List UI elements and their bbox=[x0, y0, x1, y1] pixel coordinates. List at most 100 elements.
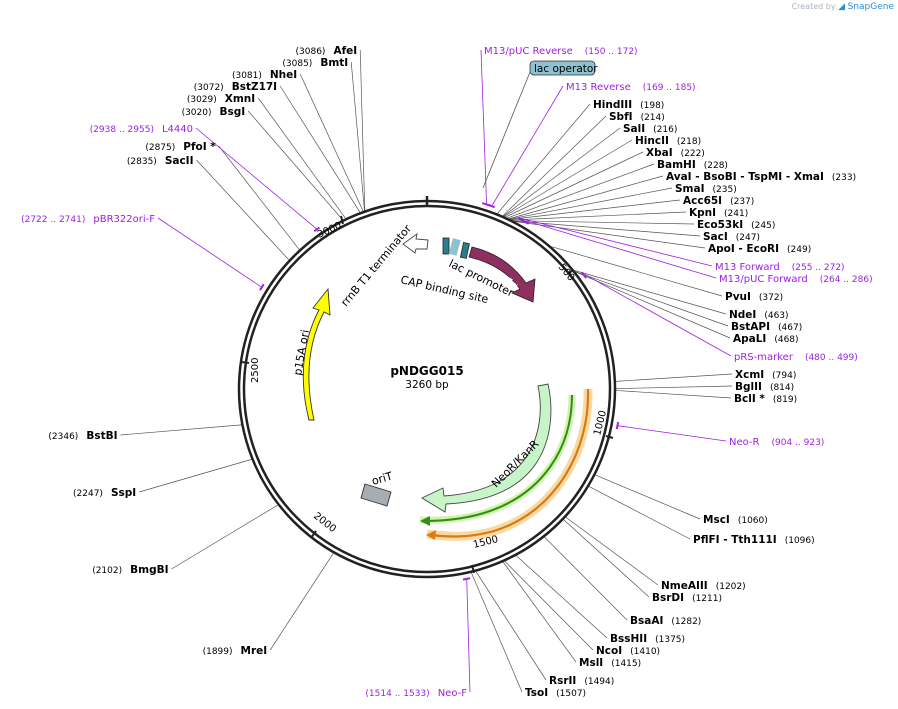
site-name: NdeI bbox=[729, 309, 756, 321]
site-label[interactable]: (2247)SspI bbox=[73, 487, 136, 499]
primer-label[interactable]: M13/pUC Reverse(150 .. 172) bbox=[484, 46, 638, 57]
site-label[interactable]: (3072)BstZ17I bbox=[194, 81, 277, 93]
primer-range: (150 .. 172) bbox=[585, 47, 638, 57]
primer-label[interactable]: M13/pUC Forward(264 .. 286) bbox=[719, 274, 873, 285]
site-label[interactable]: SalI(216) bbox=[623, 123, 677, 135]
feature-lacZalpha[interactable] bbox=[468, 246, 536, 303]
primer-mark-5 bbox=[615, 421, 620, 430]
primer-name: L4440 bbox=[162, 124, 193, 135]
site-label[interactable]: BssHII(1375) bbox=[610, 633, 685, 645]
feature-rrnb-t1-terminator[interactable] bbox=[402, 232, 429, 254]
site-line-26 bbox=[615, 385, 733, 389]
site-name: XcmI bbox=[735, 369, 764, 381]
site-name: NmeAIII bbox=[661, 580, 708, 592]
site-label[interactable]: (2875)PfoI * bbox=[145, 141, 216, 153]
site-label[interactable]: (3020)BsgI bbox=[182, 106, 246, 118]
site-label[interactable]: BamHI(228) bbox=[657, 159, 728, 171]
feature-orit[interactable] bbox=[360, 483, 392, 507]
site-name: SbfI bbox=[609, 111, 633, 123]
credit-brand: SnapGene bbox=[847, 2, 894, 12]
site-label[interactable]: BclI *(819) bbox=[734, 393, 797, 405]
plasmid-name: pNDGG015 bbox=[390, 364, 463, 378]
site-name: SacII bbox=[165, 155, 194, 167]
site-position: (3086) bbox=[296, 47, 326, 57]
site-line-6 bbox=[218, 145, 300, 250]
site-name: BstBI bbox=[86, 430, 117, 442]
primer-label[interactable]: (1514 .. 1533)Neo-F bbox=[365, 688, 467, 699]
site-label[interactable]: NcoI(1410) bbox=[596, 645, 660, 657]
lac-operator-badge[interactable] bbox=[529, 60, 596, 76]
site-label[interactable]: Eco53kI(245) bbox=[697, 219, 775, 231]
site-label[interactable]: KpnI(241) bbox=[689, 207, 748, 219]
primer-label[interactable]: M13 Reverse(169 .. 185) bbox=[566, 82, 696, 93]
primer-range: (169 .. 185) bbox=[643, 83, 696, 93]
site-line-41 bbox=[120, 424, 242, 436]
site-line-17 bbox=[511, 211, 687, 221]
site-label[interactable]: BsrDI(1211) bbox=[652, 592, 722, 604]
site-name: TsoI bbox=[525, 687, 548, 699]
site-name: BmtI bbox=[320, 57, 348, 69]
site-label[interactable]: (3085)BmtI bbox=[282, 57, 348, 69]
lac-operator-line bbox=[482, 71, 531, 189]
site-label[interactable]: RsrII(1494) bbox=[549, 675, 614, 687]
site-name: MreI bbox=[241, 645, 268, 657]
site-label[interactable]: BsaAI(1282) bbox=[630, 615, 701, 627]
app-credit: Created by ◢ SnapGene bbox=[792, 2, 894, 12]
site-label[interactable]: NmeAIII(1202) bbox=[661, 580, 746, 592]
site-label[interactable]: MscI(1060) bbox=[703, 514, 768, 526]
site-label[interactable]: PvuI(372) bbox=[725, 291, 783, 303]
site-name: BssHII bbox=[610, 633, 647, 645]
primer-range: (904 .. 923) bbox=[772, 438, 825, 448]
site-labels: (3086)AfeI(3085)BmtI(3081)NheI(3072)BstZ… bbox=[48, 45, 856, 699]
site-label[interactable]: SbfI(214) bbox=[609, 111, 665, 123]
site-label[interactable]: SmaI(235) bbox=[675, 183, 737, 195]
site-label[interactable]: SacI(247) bbox=[703, 231, 760, 243]
site-label[interactable]: (3029)XmnI bbox=[187, 93, 255, 105]
site-label[interactable]: AvaI - BsoBI - TspMI - XmaI(233) bbox=[666, 171, 856, 183]
site-name: HindIII bbox=[593, 99, 632, 111]
site-label[interactable]: TsoI (1507) bbox=[525, 687, 586, 699]
primer-label[interactable]: (2938 .. 2955)L4440 bbox=[90, 124, 193, 135]
primer-label[interactable]: M13 Forward(255 .. 272) bbox=[715, 262, 845, 273]
site-label[interactable]: HincII(218) bbox=[635, 135, 701, 147]
site-label[interactable]: (1899)MreI bbox=[203, 645, 268, 657]
site-label[interactable]: (3086)AfeI bbox=[296, 45, 358, 57]
tick-2500: 2500 bbox=[240, 358, 261, 383]
site-label[interactable]: NdeI(463) bbox=[729, 309, 789, 321]
site-name: PflFI - Tth111I bbox=[693, 534, 777, 546]
site-line-35 bbox=[502, 561, 577, 663]
primer-mark-4 bbox=[581, 271, 587, 279]
feature-p15a-ori[interactable] bbox=[302, 287, 331, 421]
site-line-10 bbox=[503, 127, 621, 217]
site-label[interactable]: Acc65I(237) bbox=[683, 195, 754, 207]
feature-lac-promoter[interactable] bbox=[459, 242, 470, 259]
site-label[interactable]: HindIII(198) bbox=[593, 99, 664, 111]
site-label[interactable]: ApaLI(468) bbox=[733, 333, 799, 345]
site-label[interactable]: (2102)BmgBI bbox=[92, 564, 168, 576]
feature-neor-kanr-orf-orange bbox=[429, 388, 590, 538]
primer-label[interactable]: pRS-marker(480 .. 499) bbox=[734, 352, 858, 363]
primer-line-1 bbox=[491, 85, 564, 206]
site-line-27 bbox=[615, 390, 732, 399]
site-label[interactable]: BglII(814) bbox=[735, 381, 794, 393]
site-position: (1507) bbox=[556, 689, 586, 699]
site-line-25 bbox=[615, 373, 733, 382]
site-label[interactable]: (3081)NheI bbox=[232, 69, 297, 81]
feature-neor-kanr[interactable] bbox=[421, 383, 552, 513]
site-label[interactable]: MslI(1415) bbox=[579, 657, 641, 669]
site-label[interactable]: ApoI - EcoRI(249) bbox=[708, 243, 811, 255]
site-label[interactable]: (2835)SacII bbox=[127, 155, 194, 167]
site-line-5 bbox=[247, 110, 343, 221]
site-name: PvuI bbox=[725, 291, 751, 303]
primer-label[interactable]: (2722 .. 2741)pBR322ori-F bbox=[21, 214, 155, 225]
feature-neor-kanr-orf-green bbox=[423, 394, 573, 522]
site-label[interactable]: XbaI(222) bbox=[646, 147, 705, 159]
site-line-7 bbox=[196, 159, 290, 261]
site-label[interactable]: (2346)BstBI bbox=[48, 430, 117, 442]
site-label[interactable]: PflFI - Tth111I(1096) bbox=[693, 534, 815, 546]
feature-cap-binding-site[interactable] bbox=[442, 237, 450, 255]
site-label[interactable]: BstAPI(467) bbox=[731, 321, 802, 333]
primer-label[interactable]: Neo-R(904 .. 923) bbox=[729, 437, 824, 448]
site-position: (3020) bbox=[182, 108, 212, 118]
site-label[interactable]: XcmI(794) bbox=[735, 369, 796, 381]
